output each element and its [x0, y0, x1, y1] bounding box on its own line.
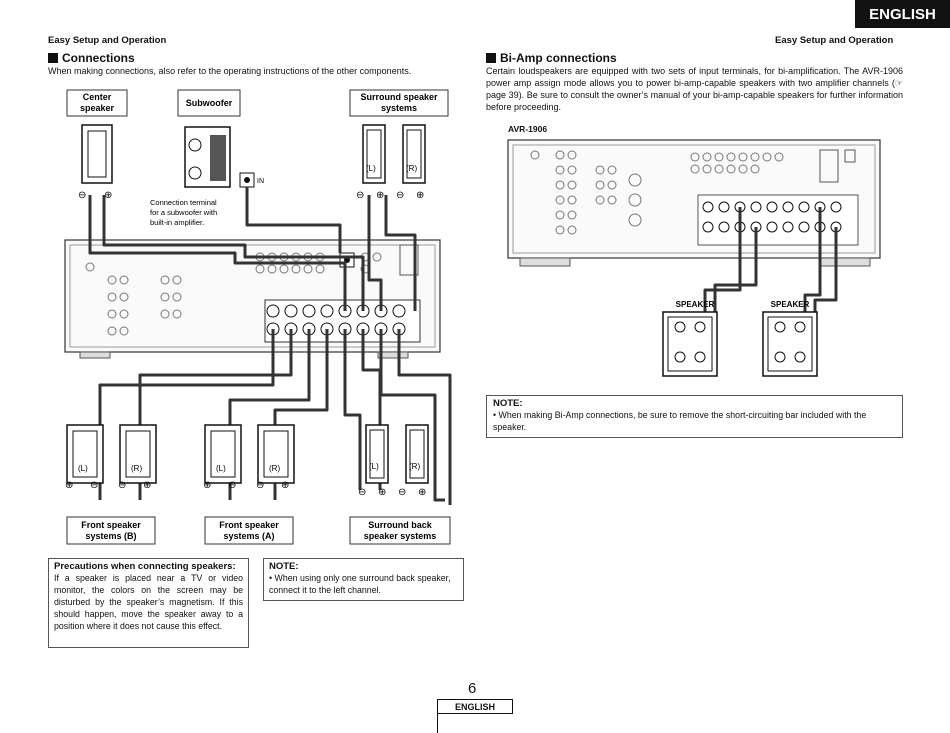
connections-note-text: • When using only one surround back spea…	[269, 573, 451, 595]
front-a-right-speaker-icon: (R) ⊖ ⊕	[256, 424, 295, 491]
svg-text:⊕: ⊕	[418, 487, 426, 498]
bullet-square-icon	[486, 53, 496, 63]
footer-divider	[437, 713, 438, 733]
biamp-note-text: • When making Bi-Amp connections, be sur…	[493, 410, 867, 432]
svg-text:⊕: ⊕	[281, 480, 289, 491]
biamp-note-title: NOTE:	[493, 398, 523, 409]
surround-label-box: Surround speaker systems	[349, 89, 449, 117]
surround-label-2: systems	[381, 103, 417, 113]
svg-text:⊕: ⊕	[376, 190, 384, 201]
svg-text:speaker systems: speaker systems	[364, 531, 437, 541]
biamp-receiver-rear-panel	[507, 139, 881, 267]
biamp-speaker-terminal-right	[762, 311, 818, 377]
front-a-left-label: (L)	[216, 464, 226, 473]
center-speaker-icon: ⊖⊕	[78, 124, 113, 201]
surround-back-right-label: (R)	[409, 462, 420, 471]
svg-text:systems (A): systems (A)	[223, 531, 274, 541]
surround-back-label-box: Surround back speaker systems	[349, 516, 451, 545]
surround-back-left-speaker-icon: (L) ⊖ ⊕	[358, 424, 389, 498]
page-number: 6	[468, 680, 477, 697]
svg-text:⊖: ⊖	[90, 480, 98, 491]
biamp-speaker-terminal-left	[662, 311, 718, 377]
front-b-left-label: (L)	[78, 464, 88, 473]
front-a-left-speaker-icon: (L) ⊕ ⊖	[203, 424, 242, 491]
connections-diagram: Center speaker Subwoofer Surround speake…	[64, 89, 452, 545]
svg-text:⊖: ⊖	[356, 190, 364, 201]
svg-text:Surround back: Surround back	[368, 520, 433, 530]
front-a-right-label: (R)	[269, 464, 280, 473]
svg-text:⊕: ⊕	[104, 190, 112, 201]
connections-note-box: NOTE: • When using only one surround bac…	[263, 558, 464, 601]
bullet-square-icon	[48, 53, 58, 63]
speaker-label-right: SPEAKER	[771, 300, 810, 309]
front-b-right-speaker-icon: (R) ⊖ ⊕	[118, 424, 157, 491]
speaker-label-left: SPEAKER	[676, 300, 715, 309]
precautions-title: Precautions when connecting speakers:	[54, 561, 236, 572]
biamp-title: Bi-Amp connections	[486, 51, 617, 65]
subwoofer-label: Subwoofer	[186, 98, 233, 108]
biamp-diagram: SPEAKER SPEAKER	[507, 139, 881, 377]
svg-text:⊖: ⊖	[78, 190, 86, 201]
svg-text:⊖: ⊖	[398, 487, 406, 498]
surround-back-right-speaker-icon: (R) ⊖ ⊕	[398, 424, 429, 498]
svg-text:⊖: ⊖	[396, 190, 404, 201]
receiver-rear-panel	[64, 239, 441, 359]
model-label: AVR-1906	[508, 124, 548, 134]
front-b-left-speaker-icon: (L) ⊕ ⊖	[65, 424, 104, 491]
svg-text:systems (B): systems (B)	[85, 531, 136, 541]
section-header-left: Easy Setup and Operation	[48, 35, 167, 46]
svg-text:⊕: ⊕	[65, 480, 73, 491]
surround-label-1: Surround speaker	[360, 92, 438, 102]
surround-right-label: (R)	[406, 164, 417, 173]
svg-text:⊕: ⊕	[143, 480, 151, 491]
connections-title-text: Connections	[62, 51, 135, 65]
svg-text:⊖: ⊖	[256, 480, 264, 491]
precautions-text: If a speaker is placed near a TV or vide…	[54, 573, 243, 631]
subwoofer-icon	[184, 126, 231, 188]
svg-text:⊕: ⊕	[378, 487, 386, 498]
svg-text:Front speaker: Front speaker	[81, 520, 141, 530]
svg-text:⊖: ⊖	[118, 480, 126, 491]
precautions-box: Precautions when connecting speakers: If…	[48, 558, 249, 648]
language-tab: ENGLISH	[855, 0, 950, 28]
connections-title: Connections	[48, 51, 135, 65]
center-speaker-label-1: Center	[83, 92, 112, 102]
connections-intro: When making connections, also refer to t…	[48, 66, 412, 76]
front-a-label-box: Front speaker systems (A)	[204, 516, 294, 545]
svg-text:⊕: ⊕	[416, 190, 424, 201]
biamp-note-box: NOTE: • When making Bi-Amp connections, …	[486, 395, 903, 438]
svg-text:⊕: ⊕	[203, 480, 211, 491]
subwoofer-label-box: Subwoofer	[177, 89, 241, 117]
center-speaker-label-box: Center speaker	[66, 89, 128, 117]
biamp-title-text: Bi-Amp connections	[500, 51, 617, 65]
svg-text:⊖: ⊖	[228, 480, 236, 491]
connections-note-title: NOTE:	[269, 561, 299, 572]
footer-language-label: ENGLISH	[437, 699, 513, 714]
svg-text:⊖: ⊖	[358, 487, 366, 498]
surround-left-label: (L)	[366, 164, 376, 173]
surround-left-speaker-icon: (L) ⊖ ⊕	[356, 124, 386, 201]
in-label: IN	[257, 178, 264, 185]
language-tab-label: ENGLISH	[869, 5, 936, 23]
section-header-right: Easy Setup and Operation	[775, 35, 894, 46]
surround-right-speaker-icon: (R) ⊖ ⊕	[396, 124, 426, 201]
subwoofer-note: Connection terminal for a subwoofer with…	[150, 198, 219, 227]
front-b-label-box: Front speaker systems (B)	[66, 516, 156, 545]
subwoofer-input-jack-icon: IN	[239, 172, 264, 188]
front-b-right-label: (R)	[131, 464, 142, 473]
footer-language-text: ENGLISH	[454, 701, 495, 712]
svg-text:Front speaker: Front speaker	[219, 520, 279, 530]
surround-back-left-label: (L)	[369, 462, 379, 471]
center-speaker-label-2: speaker	[80, 103, 115, 113]
biamp-intro: Certain loudspeakers are equipped with t…	[486, 66, 903, 112]
